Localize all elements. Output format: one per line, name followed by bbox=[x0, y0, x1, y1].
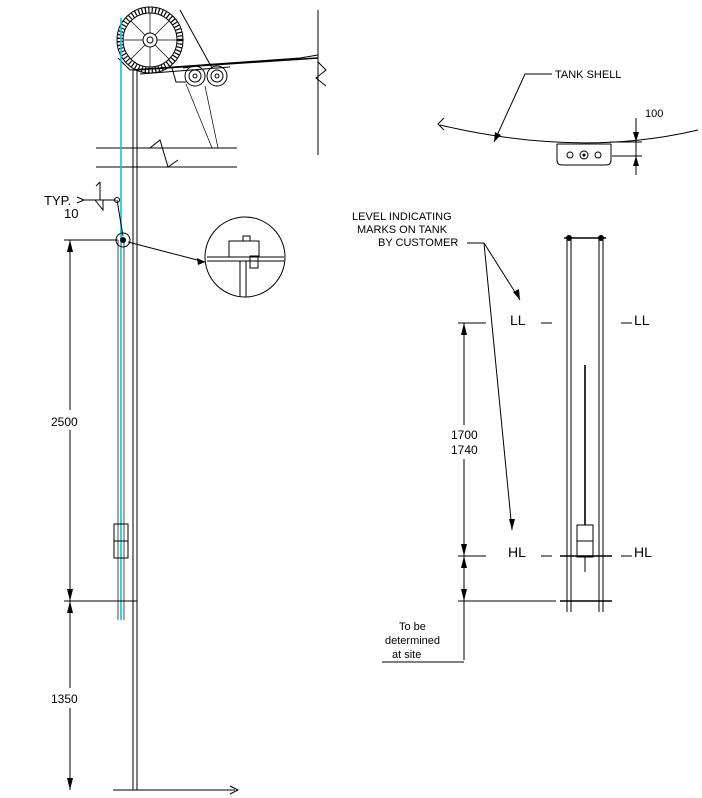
hl-left-label: HL bbox=[508, 544, 526, 560]
weld-symbol: TYP. 10 bbox=[44, 181, 124, 237]
level-gauge-elevation: LEVEL INDICATING MARKS ON TANK BY CUSTOM… bbox=[352, 211, 652, 663]
break-lines bbox=[96, 139, 237, 168]
tank-shell-label: TANK SHELL bbox=[555, 69, 621, 81]
pulley-assembly bbox=[116, 6, 327, 155]
dim-1740: 1740 bbox=[451, 443, 478, 457]
weld-size-label: 10 bbox=[64, 206, 78, 221]
dim-1700: 1700 bbox=[451, 428, 478, 442]
site-note-line-1: To be bbox=[399, 621, 426, 633]
dim-100: 100 bbox=[645, 108, 663, 120]
hl-right-label: HL bbox=[634, 544, 652, 560]
dim-1350: 1350 bbox=[51, 692, 78, 706]
level-marks-line-2: MARKS ON TANK bbox=[357, 224, 448, 236]
level-marks-line-3: BY CUSTOMER bbox=[378, 237, 458, 249]
site-note-line-2: determined bbox=[385, 635, 440, 647]
ll-right-label: LL bbox=[634, 312, 650, 328]
dim-2500: 2500 bbox=[51, 415, 78, 429]
level-marks-line-1: LEVEL INDICATING bbox=[352, 211, 452, 223]
tank-shell-detail: TANK SHELL 100 bbox=[437, 69, 699, 175]
guide-pipe bbox=[113, 18, 240, 795]
ll-left-label: LL bbox=[510, 312, 526, 328]
left-dimensions: 2500 1350 bbox=[50, 239, 118, 790]
detail-callout bbox=[127, 216, 286, 298]
typ-label: TYP. bbox=[44, 193, 71, 208]
site-note-line-3: at site bbox=[392, 649, 421, 661]
